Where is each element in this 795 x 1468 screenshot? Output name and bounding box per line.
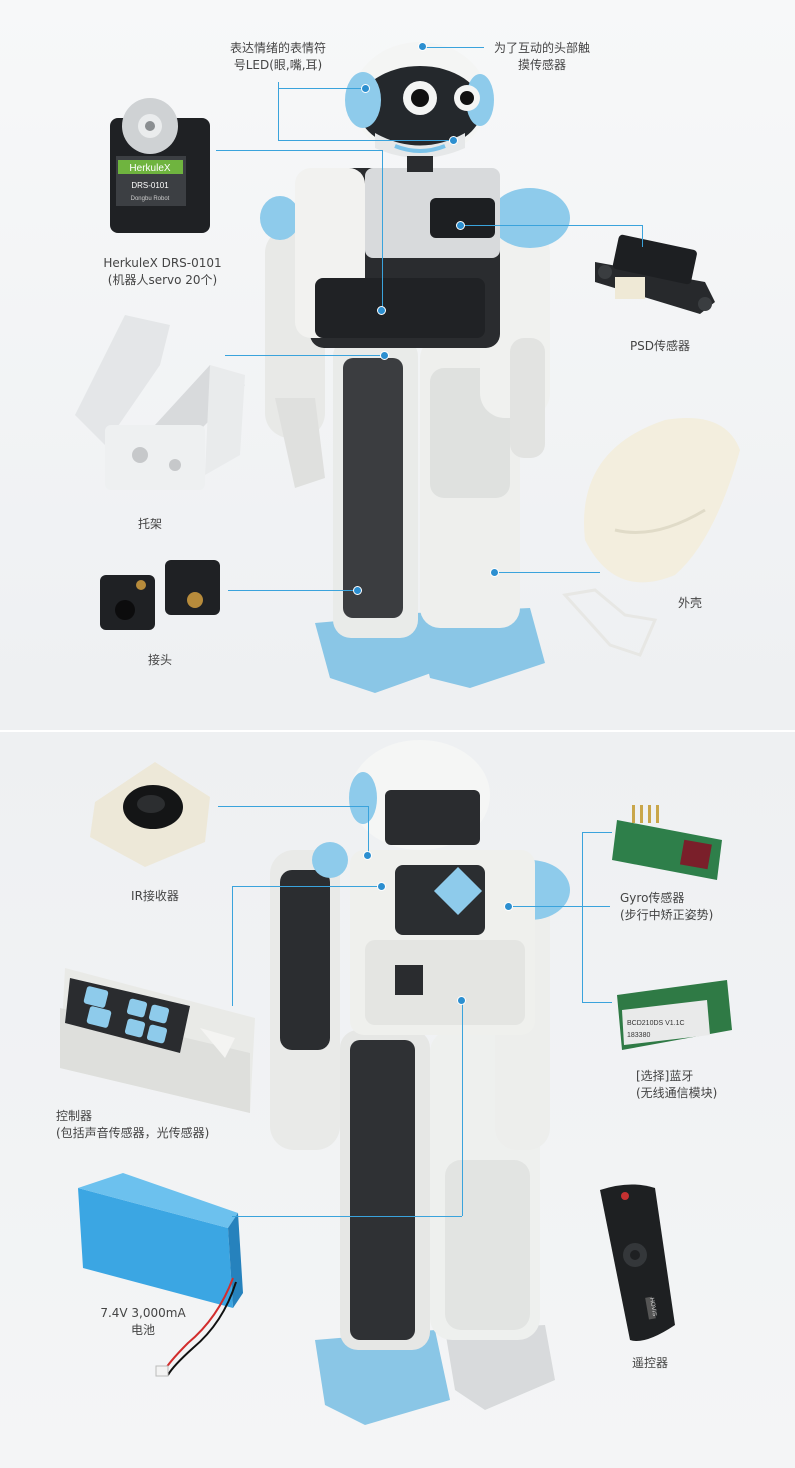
callout-line [382, 150, 383, 312]
callout-line [228, 590, 358, 591]
callout-dot [418, 42, 427, 51]
callout-line [232, 1216, 462, 1217]
callout-dot [457, 996, 466, 1005]
callout-line [642, 225, 643, 247]
callout-line [582, 906, 610, 907]
label-connector: 接头 [147, 653, 172, 667]
callout-line [216, 150, 382, 151]
label-ir-receiver: IR接收器 [131, 889, 179, 903]
ir-receiver-illustration [90, 762, 210, 867]
svg-text:HerkuleX: HerkuleX [129, 163, 170, 174]
shell-illustration [562, 418, 740, 657]
label-gyro-sensor: Gyro传感器(步行中矫正姿势) [620, 891, 714, 922]
callout-line [510, 906, 582, 907]
psd-sensor-illustration [595, 234, 715, 314]
robot-front-illustration [260, 42, 570, 693]
label-shell: 外壳 [677, 596, 702, 610]
svg-text:BCD210DS V1.1C: BCD210DS V1.1C [627, 1020, 685, 1027]
section-divider [0, 730, 795, 732]
bracket-illustration [75, 315, 245, 490]
callout-dot [353, 586, 362, 595]
label-bluetooth: [选择]蓝牙(无线通信模块) [636, 1069, 718, 1100]
label-psd-sensor: PSD传感器 [629, 339, 691, 353]
callout-dot [377, 882, 386, 891]
callout-dot [504, 902, 513, 911]
callout-line [496, 572, 600, 573]
callout-line [278, 140, 454, 141]
callout-dot [361, 84, 370, 93]
battery-illustration [78, 1173, 243, 1377]
callout-line [232, 886, 382, 887]
callout-line [368, 806, 369, 856]
servo-motor-illustration: HerkuleX DRS-0101 Dongbu Robot [110, 98, 210, 233]
callout-line [582, 832, 583, 1002]
callout-line [582, 1002, 612, 1003]
label-servo: HerkuleX DRS-0101(机器人servo 20个) [103, 256, 222, 287]
label-controller: 控制器(包括声音传感器，光传感器) [56, 1109, 210, 1140]
label-touch-sensor: 为了互动的头部触摸传感器 [493, 41, 590, 72]
callout-line [232, 886, 233, 1006]
callout-dot [449, 136, 458, 145]
callout-line [218, 806, 368, 807]
callout-dot [377, 306, 386, 315]
label-remote: 遥控器 [631, 1356, 668, 1370]
svg-text:183380: 183380 [627, 1032, 650, 1039]
svg-text:Dongbu Robot: Dongbu Robot [131, 196, 170, 202]
callout-line [424, 47, 484, 48]
callout-line [278, 88, 370, 89]
callout-line [462, 225, 642, 226]
label-bracket: 托架 [137, 517, 162, 531]
callout-dot [363, 851, 372, 860]
svg-text:DRS-0101: DRS-0101 [131, 181, 169, 190]
controller-illustration [60, 968, 255, 1113]
svg-text:HOVIS: HOVIS [648, 1297, 657, 1316]
callout-line [278, 82, 279, 140]
robot-back-illustration [270, 740, 570, 1425]
callout-line [582, 832, 612, 833]
bluetooth-module-illustration: BCD210DS V1.1C 183380 [617, 980, 732, 1050]
remote-control-illustration: HOVIS [600, 1184, 675, 1341]
callout-dot [380, 351, 389, 360]
callout-line [225, 355, 385, 356]
callout-dot [456, 221, 465, 230]
gyro-sensor-illustration [612, 805, 722, 880]
connector-illustration [100, 560, 220, 630]
callout-dot [490, 568, 499, 577]
callout-line [462, 1002, 463, 1216]
label-led: 表达情绪的表情符号LED(眼,嘴,耳) [229, 41, 326, 72]
